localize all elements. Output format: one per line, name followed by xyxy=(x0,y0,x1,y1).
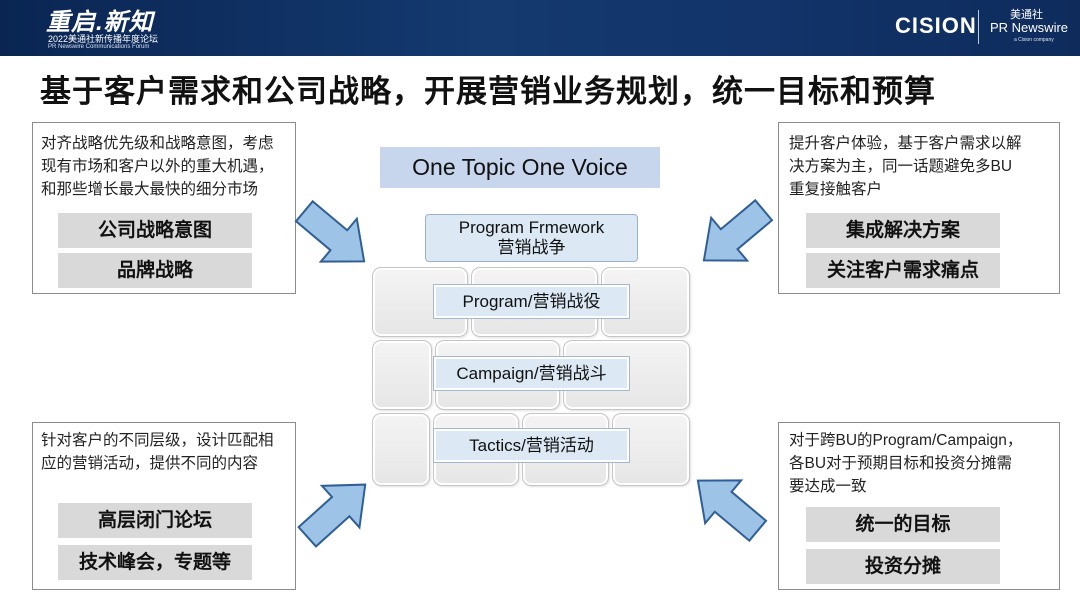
headline-box: One Topic One Voice xyxy=(380,147,660,188)
layer-program: Program/营销战役 xyxy=(433,284,630,319)
prn-logo-tagline: a Cision company xyxy=(1014,37,1054,43)
slide-title: 基于客户需求和公司战略，开展营销业务规划，统一目标和预算 xyxy=(40,74,936,109)
panel-description: 针对客户的不同层级，设计匹配相 应的营销活动，提供不同的内容 xyxy=(41,429,274,475)
cision-logo: CISION xyxy=(895,13,977,38)
framework-box: Program Frmework 营销战争 xyxy=(425,214,638,262)
panel-text-line: 应的营销活动，提供不同的内容 xyxy=(41,455,259,472)
panel-text-line: 重复接触客户 xyxy=(789,181,883,198)
tag-executive-forum: 高层闭门论坛 xyxy=(58,503,252,538)
panel-text-line: 各BU对于预期目标和投资分摊需 xyxy=(789,455,1013,472)
panel-bottom-left: 针对客户的不同层级，设计匹配相 应的营销活动，提供不同的内容 高层闭门论坛 技术… xyxy=(32,422,296,590)
tag-tech-summit: 技术峰会，专题等 xyxy=(58,545,252,580)
panel-text-line: 提升客户体验，基于客户需求以解 xyxy=(789,135,1022,152)
header-banner: 重启.新知 2022美通社新传播年度论坛 PR Newswire Communi… xyxy=(0,0,1080,56)
framework-title: Program Frmework xyxy=(458,218,605,237)
prn-logo: PR Newswire xyxy=(990,20,1069,35)
logo-divider xyxy=(978,10,979,44)
forum-logo-title: 重启.新知 xyxy=(46,9,154,36)
tag-unified-goal: 统一的目标 xyxy=(806,507,1000,542)
layer-campaign: Campaign/营销战斗 xyxy=(433,356,630,391)
layer-tactics: Tactics/营销活动 xyxy=(433,428,630,463)
wall-brick xyxy=(372,340,432,410)
panel-text-line: 现有市场和客户以外的重大机遇， xyxy=(41,158,274,175)
wall-brick xyxy=(372,413,430,486)
arrow-down-right-icon xyxy=(294,199,366,263)
panel-text-line: 对于跨BU的Program/Campaign， xyxy=(789,432,1023,449)
arrow-up-left-icon xyxy=(696,479,768,543)
wall-brick xyxy=(612,413,690,486)
panel-text-line: 要达成一致 xyxy=(789,478,867,495)
panel-description: 对于跨BU的Program/Campaign， 各BU对于预期目标和投资分摊需 … xyxy=(789,429,1022,498)
tag-integrated-solution: 集成解决方案 xyxy=(806,213,1000,248)
panel-top-left: 对齐战略优先级和战略意图，考虑 现有市场和客户以外的重大机遇， 和那些增长最大最… xyxy=(32,122,296,294)
arrow-down-left-icon xyxy=(702,198,774,262)
tag-brand-strategy: 品牌战略 xyxy=(58,253,252,288)
panel-text-line: 和那些增长最大最快的细分市场 xyxy=(41,181,259,198)
tag-customer-pain-points: 关注客户需求痛点 xyxy=(806,253,1000,288)
forum-logo-subtitle: 2022美通社新传播年度论坛 xyxy=(48,34,159,44)
tag-investment-split: 投资分摊 xyxy=(806,549,1000,584)
panel-top-right: 提升客户体验，基于客户需求以解 决方案为主，同一话题避免多BU 重复接触客户 集… xyxy=(778,122,1060,294)
panel-description: 提升客户体验，基于客户需求以解 决方案为主，同一话题避免多BU 重复接触客户 xyxy=(789,132,1022,201)
panel-description: 对齐战略优先级和战略意图，考虑 现有市场和客户以外的重大机遇， 和那些增长最大最… xyxy=(41,132,274,201)
panel-text-line: 针对客户的不同层级，设计匹配相 xyxy=(41,432,274,449)
forum-logo-subtitle-en: PR Newswire Communications Forum xyxy=(48,44,150,50)
panel-text-line: 对齐战略优先级和战略意图，考虑 xyxy=(41,135,274,152)
arrow-up-right-icon xyxy=(297,483,367,548)
panel-bottom-right: 对于跨BU的Program/Campaign， 各BU对于预期目标和投资分摊需 … xyxy=(778,422,1060,590)
panel-text-line: 决方案为主，同一话题避免多BU xyxy=(789,158,1013,175)
tag-strategy-intent: 公司战略意图 xyxy=(58,213,252,248)
prn-logo-chinese: 美通社 xyxy=(1010,9,1043,21)
framework-subtitle: 营销战争 xyxy=(497,238,566,257)
